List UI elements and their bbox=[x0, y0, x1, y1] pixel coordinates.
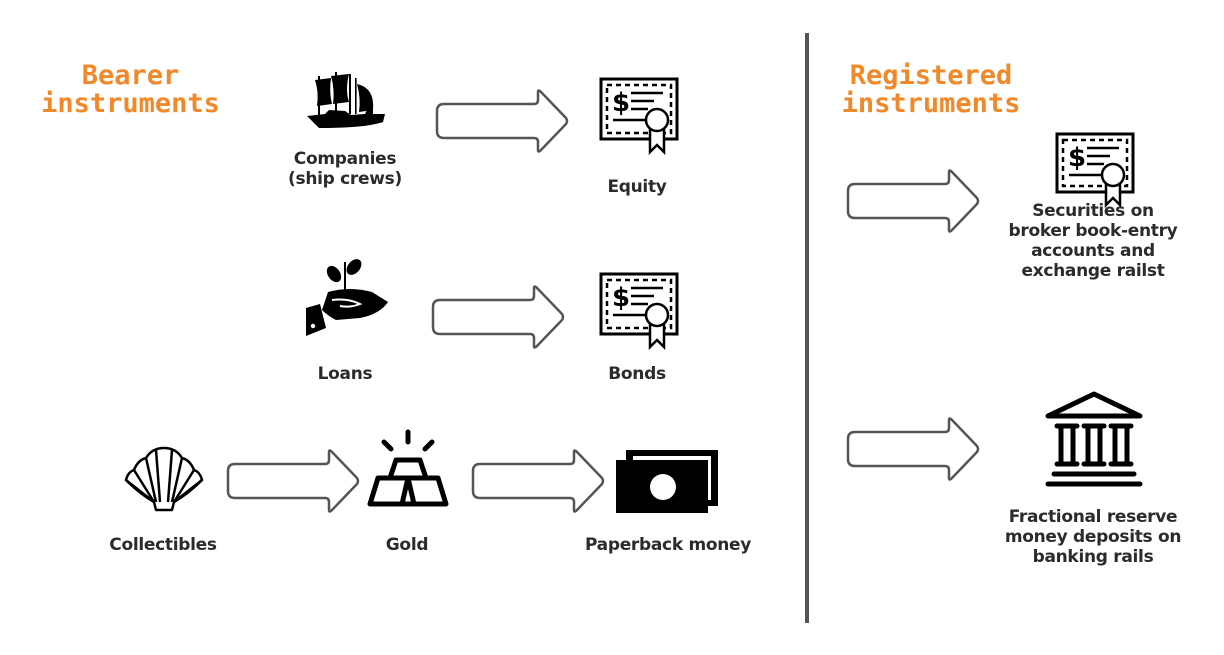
bonds-certificate-icon: $ bbox=[599, 272, 679, 351]
svg-text:$: $ bbox=[1068, 143, 1086, 173]
bank-icon bbox=[1045, 391, 1143, 487]
collectibles-label: Collectibles bbox=[109, 535, 217, 555]
section-divider bbox=[805, 33, 809, 623]
arrow-companies-to-equity bbox=[435, 89, 569, 153]
registered-instruments-heading: Registered instruments bbox=[841, 60, 1021, 119]
gold-label: Gold bbox=[385, 535, 429, 555]
arrow-to-securities bbox=[846, 169, 980, 233]
arrow-collectibles-to-gold bbox=[226, 449, 360, 513]
securities-certificate-icon: $ bbox=[1055, 132, 1135, 209]
svg-text:$: $ bbox=[612, 283, 630, 313]
gold-bars-icon bbox=[367, 429, 449, 507]
deposits-label: Fractional reserve money deposits on ban… bbox=[1004, 507, 1182, 567]
equity-certificate-icon: $ bbox=[599, 77, 679, 156]
loans-label: Loans bbox=[317, 364, 373, 384]
companies-label: Companies (ship crews) bbox=[288, 149, 402, 189]
equity-label: Equity bbox=[607, 177, 667, 197]
securities-label: Securities on broker book-entry accounts… bbox=[1008, 201, 1178, 281]
paperback-money-label: Paperback money bbox=[584, 535, 752, 555]
banknotes-icon bbox=[616, 450, 718, 513]
arrow-gold-to-paperback-money bbox=[471, 449, 605, 513]
arrow-to-deposits bbox=[846, 417, 980, 481]
seashell-icon bbox=[124, 446, 204, 512]
bonds-label: Bonds bbox=[608, 364, 666, 384]
ship-icon bbox=[307, 72, 385, 128]
bearer-instruments-heading: Bearer instruments bbox=[41, 60, 220, 119]
svg-text:$: $ bbox=[612, 88, 630, 118]
arrow-loans-to-bonds bbox=[431, 285, 565, 349]
hand-plant-icon bbox=[306, 259, 388, 336]
